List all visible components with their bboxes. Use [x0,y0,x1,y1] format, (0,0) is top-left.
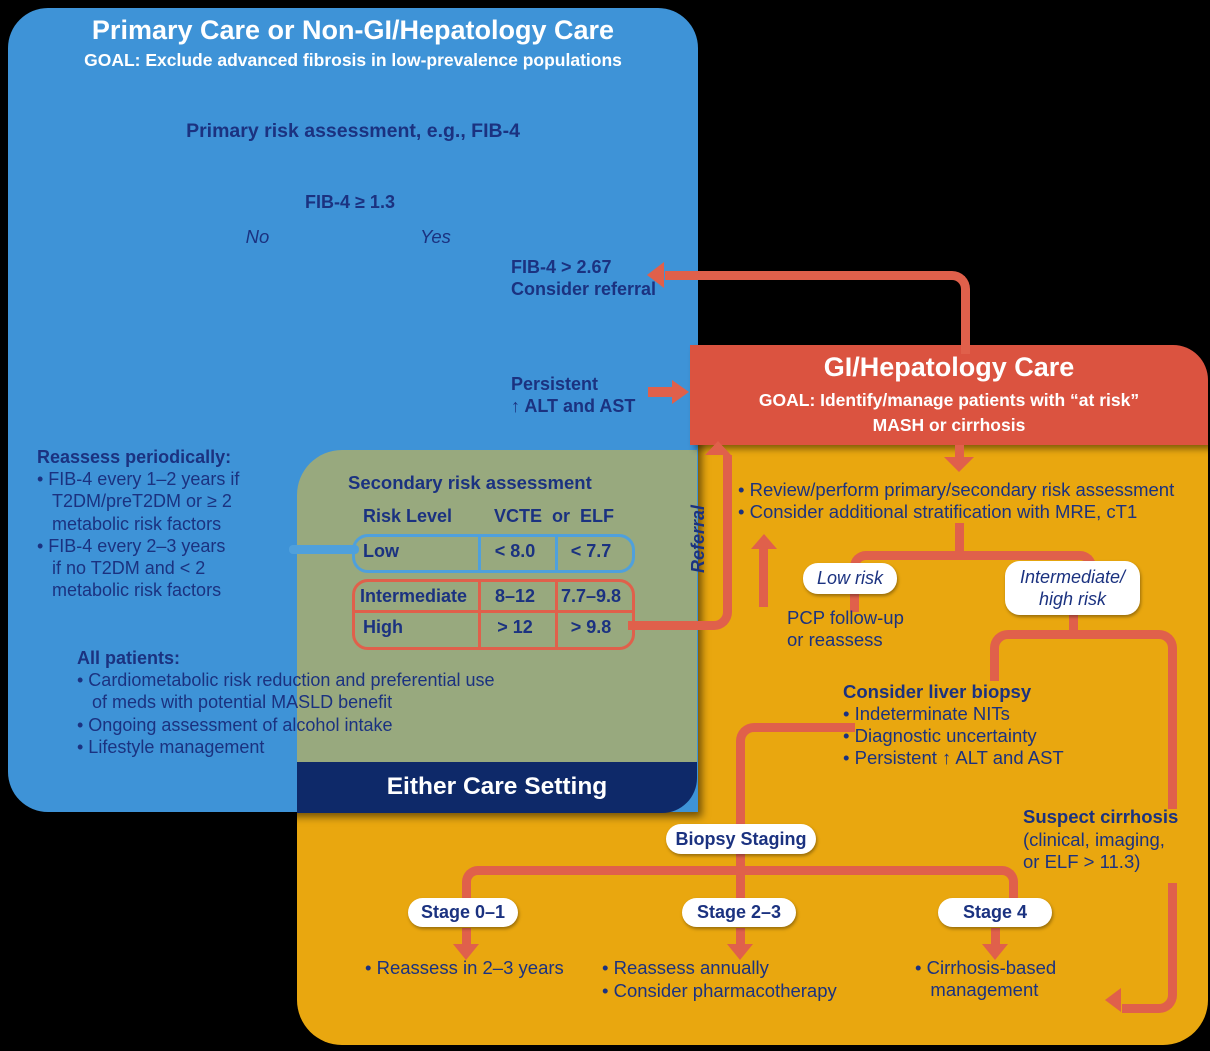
suspect-cirrhosis-detail: (clinical, imaging, or ELF > 11.3) [1023,829,1165,873]
col-vcte-elf: VCTE or ELF [493,506,614,526]
pcp-follow-up-label: PCP follow-up or reassess [787,607,904,650]
table-cell-high-elf: > 9.8 [570,617,612,637]
int-high-rows-outline [352,579,635,650]
gi-care-title: GI/Hepatology Care [823,352,1075,382]
int-high-branch-left [990,630,1087,681]
stage23-arrow-tail [736,928,745,946]
all-patients-heading: All patients: [77,648,181,668]
referral-top-arrowhead-left-icon [647,262,664,288]
referral-up-arrowhead-icon [705,441,731,455]
table-cell-intermediate: Intermediate [360,586,468,606]
biopsy-bullets: • Indeterminate NITs • Diagnostic uncert… [843,703,1064,768]
table-cell-int-elf: 7.7–9.8 [560,586,622,606]
stage23-arrowhead-icon [727,944,753,960]
primary-risk-heading: Primary risk assessment, e.g., FIB-4 [186,120,520,142]
stage-0-1-badge: Stage 0–1 [408,898,518,927]
gi-hepatology-header-box [690,345,1208,445]
gi-down-arrowhead-icon [944,457,974,472]
col-risk-level: Risk Level [363,506,453,526]
gi-down-arrow-tail [955,445,964,459]
table-cell-int-vcte: 8–12 [494,586,536,606]
int-high-stub [1069,608,1078,634]
suspect-arrowhead-left-icon [1105,988,1121,1012]
persistent-alt-label: Persistent ↑ ALT and AST [511,374,636,416]
low-row-connector-line [289,545,359,554]
table-divider [555,537,558,570]
low-risk-stub [850,590,859,612]
risk-branch-stub [955,523,964,553]
primary-care-goal: GOAL: Exclude advanced fibrosis in low-p… [84,50,622,70]
intermediate-high-risk-badge: Intermediate/ high risk [1005,561,1140,615]
stage-2-3-outcome: • Reassess annually • Consider pharmacot… [602,957,837,1001]
table-row-divider [355,610,632,613]
stage-0-1-outcome: • Reassess in 2–3 years [365,957,564,978]
gi-assessment-bullets: • Review/perform primary/secondary risk … [738,479,1175,522]
persistent-arrow-tail [648,387,674,397]
either-care-banner-bar [297,762,697,813]
gi-care-goal: GOAL: Identify/manage patients with “at … [758,390,1140,435]
table-cell-low-vcte: < 8.0 [494,541,536,561]
stage-4-badge: Stage 4 [938,898,1052,927]
stage0-arrowhead-icon [453,944,479,960]
stage-branch-line [462,866,1018,907]
stage4-arrow-tail [991,928,1000,946]
table-cell-low: Low [363,541,399,561]
table-divider [478,582,481,647]
either-care-panel [297,450,697,765]
table-cell-low-elf: < 7.7 [570,541,612,561]
primary-care-title: Primary Care or Non-GI/Hepatology Care [91,15,615,45]
low-row-outline [352,534,635,573]
int-high-branch-right [1078,630,1177,809]
reassess-bullets: • FIB-4 every 1–2 years if T2DM/preT2DM … [37,469,240,601]
referral-rotated-label: Referral [688,504,708,573]
pcp-up-arrowhead-icon [751,534,777,549]
secondary-risk-heading: Secondary risk assessment [348,472,592,493]
referral-top-connector-line [665,271,970,354]
suspect-cirrhosis-connector [1122,883,1177,1013]
stage-2-3-badge: Stage 2–3 [682,898,796,927]
either-care-banner-label: Either Care Setting [386,773,608,800]
table-cell-high-vcte: > 12 [497,617,533,637]
low-risk-badge: Low risk [803,563,897,594]
biopsy-exit-connector [736,723,855,862]
suspect-cirrhosis-heading: Suspect cirrhosis [1023,806,1179,827]
yes-label: Yes [420,226,451,247]
no-label: No [245,226,270,247]
reassess-heading: Reassess periodically: [37,447,232,467]
fib4-high-label: FIB-4 > 2.67 Consider referral [511,257,657,299]
table-divider [555,582,558,647]
all-patients-bullets: • Cardiometabolic risk reduction and pre… [77,670,495,757]
table-cell-high: High [363,617,403,637]
stage0-arrow-tail [462,928,471,946]
stage4-arrowhead-icon [982,944,1008,960]
table-divider [478,537,481,570]
fib4-threshold-label: FIB-4 ≥ 1.3 [305,192,395,212]
biopsy-staging-badge: Biopsy Staging [666,824,816,854]
biopsy-heading: Consider liver biopsy [843,681,1032,702]
stage-4-outcome: • Cirrhosis-based management [915,957,1057,1000]
persistent-arrowhead-right-icon [672,380,689,404]
pcp-up-arrow-tail [759,549,768,607]
referral-up-connector-line [628,455,732,630]
